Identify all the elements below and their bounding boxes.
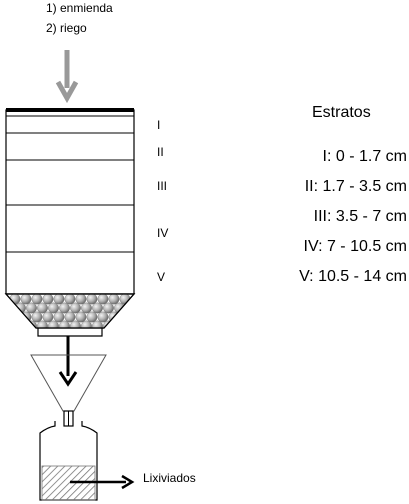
- stratum-label-i: I: [157, 118, 161, 132]
- gravel-stone: [70, 302, 81, 314]
- gravel-stone: [108, 294, 120, 305]
- soil-column: [5, 108, 135, 295]
- input-arrow: [55, 50, 79, 104]
- gravel-stone: [75, 311, 87, 323]
- leachate-label: Lixiviados: [143, 471, 196, 485]
- flow-arrow: [58, 336, 78, 387]
- gravel-stone: [86, 311, 98, 323]
- gravel-stone: [75, 294, 87, 305]
- gravel-stone: [92, 320, 103, 328]
- stratum-label-iv: IV: [157, 226, 169, 240]
- gravel-stone: [114, 302, 125, 314]
- gravel-stone: [42, 311, 54, 323]
- gravel-stone: [42, 294, 54, 305]
- gravel-stone: [53, 311, 65, 323]
- gravel-stone: [48, 302, 59, 314]
- legend-item-iv: IV: 7 - 10.5 cm: [303, 238, 407, 255]
- gravel-layer: [4, 293, 136, 329]
- stratum-label-v: V: [157, 270, 166, 284]
- gravel-stone: [15, 302, 26, 314]
- gravel-stone: [6, 302, 15, 314]
- input-step-irrigation: 2) riego: [46, 21, 87, 35]
- legend-title: Estratos: [312, 104, 371, 121]
- stratum-label-iii: III: [157, 179, 168, 193]
- gravel-stone: [86, 294, 98, 305]
- gravel-stone: [97, 311, 109, 323]
- stratum-label-ii: II: [157, 145, 164, 159]
- gravel-stone: [92, 302, 103, 314]
- gravel-stone: [114, 320, 125, 328]
- gravel-stone: [64, 294, 76, 305]
- gravel-stone: [6, 320, 15, 328]
- gravel-stone: [59, 302, 70, 314]
- gravel-stone: [103, 302, 114, 314]
- column-body: [5, 109, 135, 295]
- gravel-stone: [37, 302, 48, 314]
- gravel-stone: [119, 294, 131, 305]
- gravel-stone: [9, 311, 21, 323]
- gravel-stone: [64, 311, 76, 323]
- gravel-stone: [70, 320, 81, 328]
- funnel: [30, 354, 107, 427]
- gravel-stone: [6, 311, 10, 323]
- gravel-stone: [53, 294, 65, 305]
- gravel-stone: [31, 311, 43, 323]
- leachate-arrow: [70, 474, 135, 490]
- collection-bottle: [39, 421, 98, 501]
- gravel-stone: [20, 294, 32, 305]
- gravel-stone: [31, 294, 43, 305]
- gravel-stone: [125, 320, 134, 328]
- legend-item-i: I: 0 - 1.7 cm: [322, 148, 407, 165]
- gravel-stone: [59, 320, 70, 328]
- gravel-stone: [97, 294, 109, 305]
- legend-item-ii: II: 1.7 - 3.5 cm: [304, 178, 407, 195]
- legend-item-iii: III: 3.5 - 7 cm: [313, 208, 407, 225]
- gravel-stone: [15, 320, 26, 328]
- gravel-stone: [37, 320, 48, 328]
- legend-item-v: V: 10.5 - 14 cm: [299, 268, 407, 285]
- gravel-stone: [81, 320, 92, 328]
- gravel-stone: [48, 320, 59, 328]
- gravel-stone: [119, 311, 131, 323]
- gravel-stone: [125, 302, 134, 314]
- input-step-amendment: 1) enmienda: [46, 1, 113, 15]
- gravel-stone: [81, 302, 92, 314]
- column-outlet: [37, 328, 103, 337]
- gravel-stone: [9, 294, 21, 305]
- input-steps: 1) enmienda 2) riego: [46, 2, 113, 42]
- gravel-stone: [130, 311, 134, 323]
- gravel-stone: [26, 302, 37, 314]
